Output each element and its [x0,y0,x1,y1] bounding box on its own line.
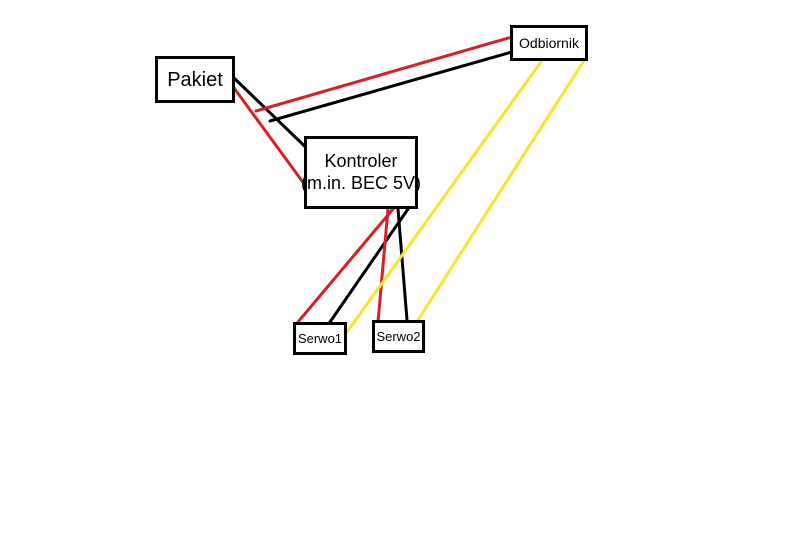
kontroler-serwo2-ground-wire [396,207,409,322]
kontroler-sublabel: (m.in. BEC 5V) [300,172,422,193]
kontroler-serwo1-ground-wire [328,207,410,324]
kontroler-odbiornik-positive-wire [254,35,514,113]
kontroler-label: Kontroler [324,150,398,171]
odbiornik-label: Odbiornik [519,34,579,51]
kontroler-serwo1-positive-wire [296,207,395,324]
pakiet-label: Pakiet [167,68,223,91]
odbiornik-box: Odbiornik [510,25,588,61]
kontroler-box: Kontroler (m.in. BEC 5V) [300,136,422,209]
serwo1-box: Serwo1 [293,322,347,355]
odbiornik-serwo2-signal-wire [416,57,587,322]
serwo2-box: Serwo2 [372,320,425,353]
pakiet-box: Pakiet [155,56,235,103]
pakiet-kontroler-positive-wire [232,86,307,187]
odbiornik-serwo1-signal-wire [345,57,545,334]
serwo2-label: Serwo2 [376,328,421,344]
kontroler-serwo2-positive-wire [376,207,390,324]
kontroler-odbiornik-ground-wire [268,50,514,123]
serwo1-label: Serwo1 [297,330,343,346]
